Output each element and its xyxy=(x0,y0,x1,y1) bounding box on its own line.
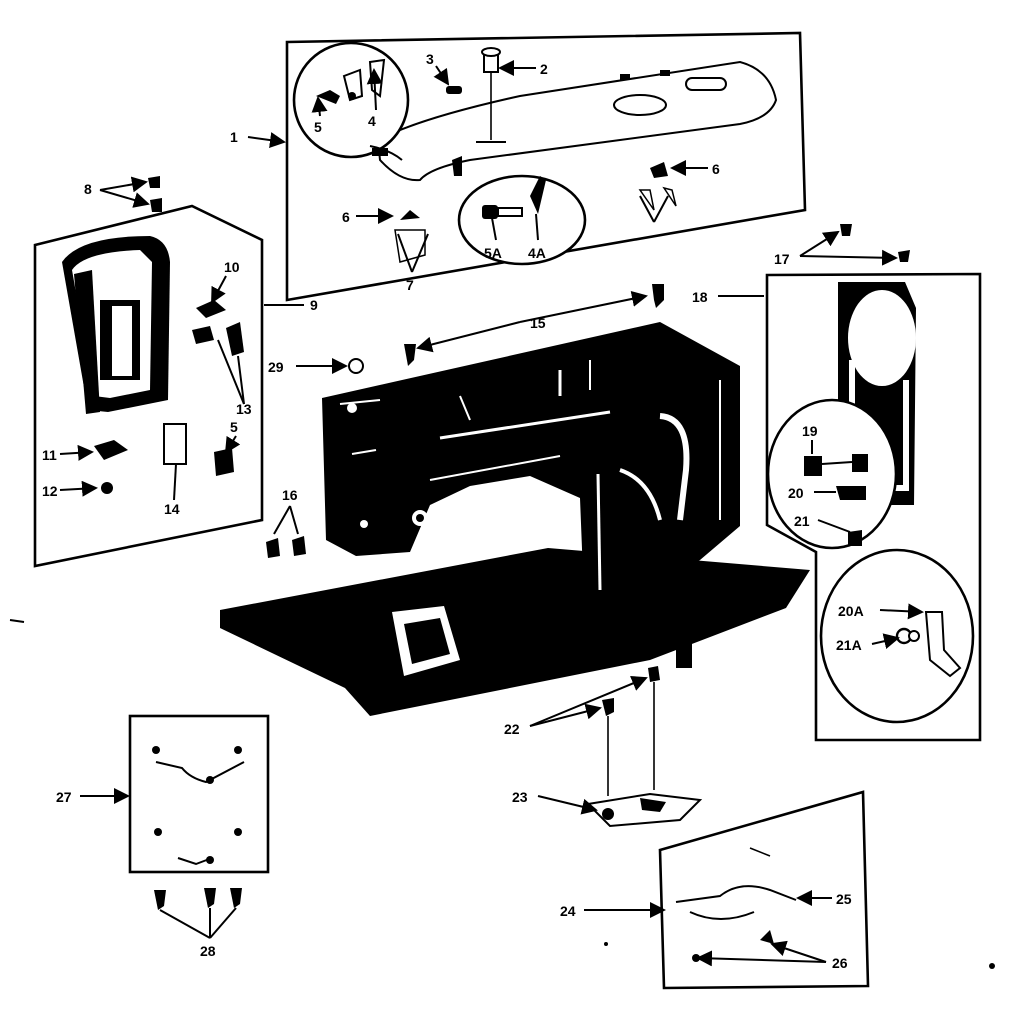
callout-27: 27 xyxy=(56,789,72,805)
callout-12: 12 xyxy=(42,483,58,499)
callout-13: 13 xyxy=(236,401,252,417)
machine-body xyxy=(220,322,810,716)
callout-21: 21 xyxy=(794,513,810,529)
callout-4: 4 xyxy=(368,113,376,129)
callout-5: 5 xyxy=(314,119,322,135)
callout-26: 26 xyxy=(832,955,848,971)
callout-15: 15 xyxy=(530,315,546,331)
callout-20: 20 xyxy=(788,485,804,501)
callout-25: 25 xyxy=(836,891,852,907)
bottom-left-panel xyxy=(128,714,270,874)
callout-16: 16 xyxy=(282,487,298,503)
callout-2: 2 xyxy=(540,61,548,77)
callout-18: 18 xyxy=(692,289,708,305)
callout-7: 7 xyxy=(406,277,414,293)
callout-20a: 20A xyxy=(838,603,864,619)
callout-24: 24 xyxy=(560,903,576,919)
callout-29: 29 xyxy=(268,359,284,375)
callout-6-right: 6 xyxy=(712,161,720,177)
callout-11: 11 xyxy=(42,447,57,463)
loose-parts xyxy=(9,176,995,969)
callout-10: 10 xyxy=(224,259,240,275)
callout-3: 3 xyxy=(426,51,434,67)
callout-6-left: 6 xyxy=(342,209,350,225)
bottom-right-panel xyxy=(658,790,870,990)
callout-19: 19 xyxy=(802,423,818,439)
callout-1: 1 xyxy=(230,129,238,145)
callout-5a: 5A xyxy=(484,245,502,261)
callout-14: 14 xyxy=(164,501,180,517)
callout-22: 22 xyxy=(504,721,520,737)
callout-5-left-panel: 5 xyxy=(230,419,238,435)
leader-lines xyxy=(59,60,924,967)
callout-labels: 1 2 3 4 5 6 6 7 8 9 10 11 12 13 5 14 15 … xyxy=(42,51,864,971)
callout-28: 28 xyxy=(200,943,216,959)
top-cover-panel xyxy=(285,31,807,302)
callout-4a: 4A xyxy=(528,245,546,261)
callout-8: 8 xyxy=(84,181,92,197)
callout-9: 9 xyxy=(310,297,318,313)
right-side-panel xyxy=(765,272,982,742)
left-side-panel xyxy=(33,204,264,568)
callout-17: 17 xyxy=(774,251,790,267)
callout-21a: 21A xyxy=(836,637,862,653)
callout-23: 23 xyxy=(512,789,528,805)
